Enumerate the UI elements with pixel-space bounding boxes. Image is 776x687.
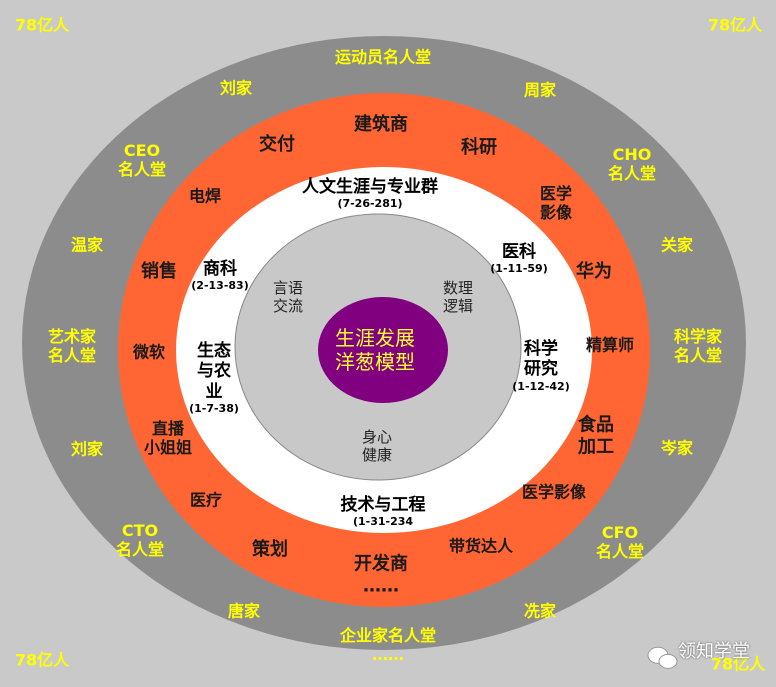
orange-label: 带货达人 bbox=[448, 536, 514, 556]
field-code: (1-7-38) bbox=[189, 401, 239, 415]
orange-label: 销售 bbox=[141, 261, 177, 283]
field-code: (1-11-59) bbox=[490, 262, 548, 276]
field-group: 技术与工程(1-31-234 bbox=[341, 495, 426, 529]
orange-label: 电焊 bbox=[188, 186, 222, 206]
outer-label: 周家 bbox=[523, 80, 557, 100]
orange-label: 直播 小姐姐 bbox=[143, 418, 193, 457]
inner-label: 数理 逻辑 bbox=[442, 279, 474, 315]
orange-label: 策划 bbox=[252, 539, 288, 561]
outer-label: 唐家 bbox=[227, 601, 261, 621]
orange-label: 医疗 bbox=[189, 490, 223, 510]
orange-label: 建筑商 bbox=[354, 114, 408, 136]
field-name: 技术与工程 bbox=[340, 495, 426, 516]
watermark-text: 领知学堂 bbox=[678, 641, 750, 663]
outer-label: CHO 名人堂 bbox=[607, 144, 657, 183]
field-group: 人文生涯与专业群(7-26-281) bbox=[302, 177, 438, 211]
corner-label: 78亿人 bbox=[710, 654, 766, 674]
outer-label: 关家 bbox=[660, 235, 694, 255]
corner-label: 78亿人 bbox=[14, 650, 70, 670]
outer-label: CEO 名人堂 bbox=[117, 140, 167, 179]
orange-label: 交付 bbox=[259, 134, 295, 156]
field-group: 生态 与农 业(1-7-38) bbox=[189, 341, 239, 415]
field-group: 商科(2-13-83) bbox=[191, 259, 248, 293]
field-code: (7-26-281) bbox=[337, 197, 403, 211]
field-code: (2-13-83) bbox=[191, 279, 249, 293]
corner-label: 78亿人 bbox=[707, 15, 763, 35]
orange-label: 开发商 …… bbox=[354, 553, 408, 596]
orange-label: 微软 bbox=[132, 342, 166, 362]
field-name: 人文生涯与专业群 bbox=[302, 177, 438, 198]
orange-label: 医学影像 bbox=[521, 482, 587, 502]
core-circle bbox=[318, 297, 448, 403]
core-title: 生涯发展 洋葱模型 bbox=[335, 326, 415, 374]
outer-label: 温家 bbox=[70, 235, 104, 255]
outer-label: 艺术家 名人堂 bbox=[47, 326, 97, 365]
field-name: 生态 与农 业 bbox=[197, 340, 231, 402]
field-name: 医科 bbox=[502, 242, 536, 263]
outer-label: 岑家 bbox=[660, 438, 694, 458]
orange-label: 精算师 bbox=[585, 335, 635, 355]
outer-label: 刘家 bbox=[219, 78, 253, 98]
orange-label: 医学 影像 bbox=[539, 183, 573, 222]
outer-label: 刘家 bbox=[70, 439, 104, 459]
field-name: 科学 研究 bbox=[524, 339, 558, 380]
field-name: 商科 bbox=[203, 259, 237, 280]
outer-label: 科学家 名人堂 bbox=[673, 326, 723, 365]
orange-label: 科研 bbox=[461, 137, 497, 159]
outer-label: CFO 名人堂 bbox=[595, 522, 645, 561]
field-code: (1-12-42) bbox=[512, 379, 570, 393]
field-group: 医科(1-11-59) bbox=[490, 242, 547, 276]
field-group: 科学 研究(1-12-42) bbox=[512, 339, 569, 393]
inner-label: 言语 交流 bbox=[272, 279, 304, 315]
field-code: (1-31-234 bbox=[352, 515, 414, 529]
outer-label: CTO 名人堂 bbox=[115, 520, 165, 559]
orange-label: 食品 加工 bbox=[578, 414, 614, 457]
orange-label: 华为 bbox=[576, 261, 612, 283]
outer-label: 企业家名人堂 …… bbox=[339, 625, 437, 664]
wechat-icon bbox=[647, 626, 679, 675]
inner-label: 身心 健康 bbox=[361, 428, 393, 464]
outer-label: 运动员名人堂 bbox=[334, 47, 432, 67]
outer-label: 冼家 bbox=[523, 601, 557, 621]
corner-label: 78亿人 bbox=[14, 15, 70, 35]
